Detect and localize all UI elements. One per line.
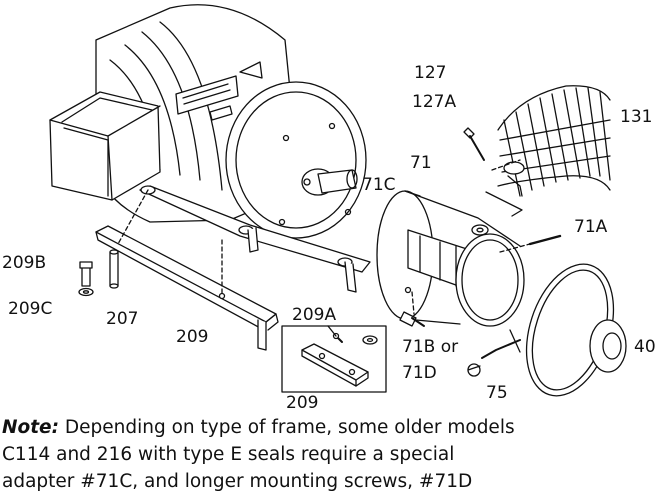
fan-guard-131 bbox=[485, 85, 611, 217]
bolt-209b bbox=[78, 261, 94, 297]
callout-209-bottom: 209 bbox=[286, 393, 318, 410]
callout-71b-or: 71B or bbox=[402, 337, 458, 357]
callout-71: 71 bbox=[410, 153, 432, 173]
callout-75: 75 bbox=[486, 383, 508, 403]
callout-40: 40 bbox=[634, 337, 656, 357]
screw-127 bbox=[463, 127, 485, 161]
callout-131: 131 bbox=[620, 107, 652, 127]
callout-209c: 209C bbox=[8, 299, 52, 319]
callout-71d: 71D bbox=[402, 363, 437, 383]
note-line-3: adapter #71C, and longer mounting screws… bbox=[2, 471, 473, 492]
inset-209a bbox=[281, 325, 387, 393]
note-line-1: Note: Depending on type of frame, some o… bbox=[2, 414, 652, 441]
note-block: Note: Depending on type of frame, some o… bbox=[2, 414, 652, 495]
motor-feet bbox=[139, 185, 371, 293]
callout-labels: 127 127A 131 71 71C 71A 209B 209C 207 20… bbox=[2, 63, 656, 410]
base-rail bbox=[95, 189, 279, 351]
screw-71b bbox=[399, 291, 425, 327]
callout-127: 127 bbox=[414, 63, 446, 83]
junction-box bbox=[49, 91, 161, 201]
callout-207: 207 bbox=[106, 309, 138, 329]
pin-71a bbox=[499, 234, 562, 253]
note-line-2: C114 and 216 with type E seals require a… bbox=[2, 444, 455, 465]
callout-71a: 71A bbox=[574, 217, 608, 237]
adapter-71 bbox=[376, 190, 525, 327]
callout-127a: 127A bbox=[412, 92, 456, 112]
callout-209b: 209B bbox=[2, 253, 46, 273]
callout-71c: 71C bbox=[362, 175, 396, 195]
note-heading: Note: bbox=[2, 417, 59, 438]
callout-209-left: 209 bbox=[176, 327, 208, 347]
parts-diagram: 127 127A 131 71 71C 71A 209B 209C 207 20… bbox=[2, 4, 656, 410]
callout-209a: 209A bbox=[292, 305, 336, 325]
seal-40 bbox=[589, 319, 627, 373]
note-text-1: Depending on type of frame, some older m… bbox=[58, 417, 515, 438]
